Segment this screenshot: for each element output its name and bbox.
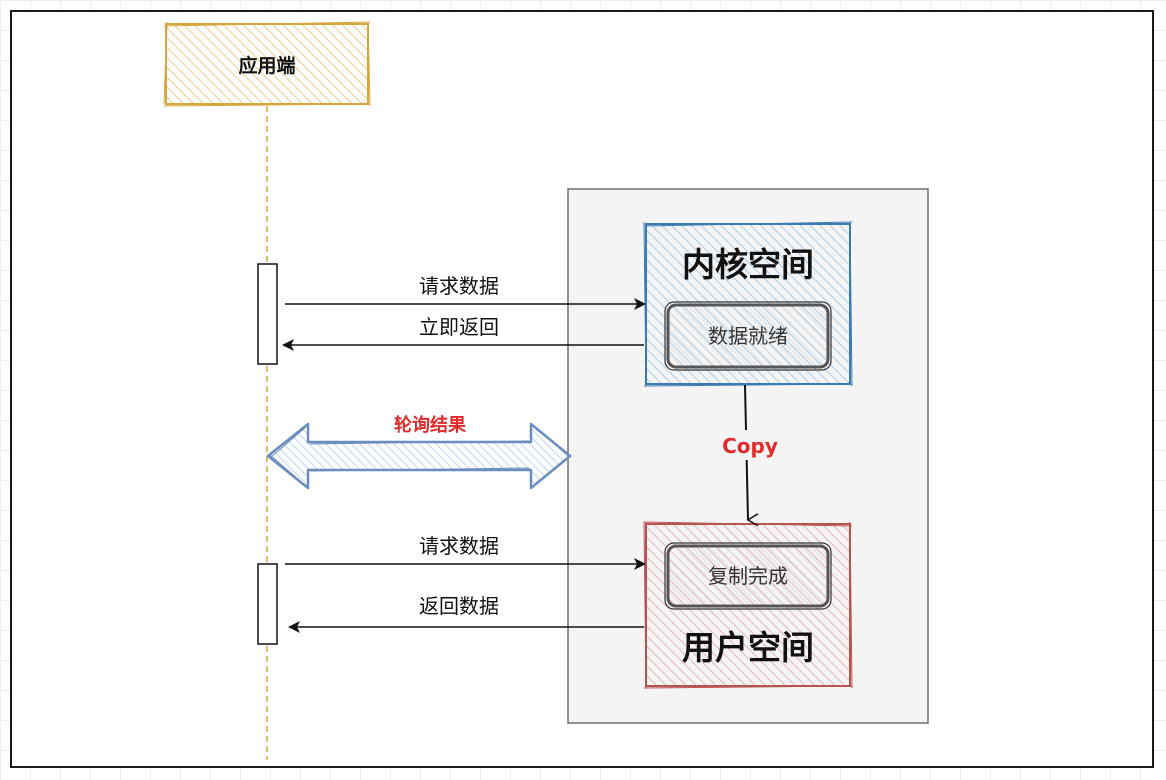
kernel-status-box: 数据就绪 xyxy=(664,301,832,371)
activation-bar-1 xyxy=(257,263,278,365)
copy-label: Copy xyxy=(722,434,778,458)
user-status-box: 复制完成 xyxy=(664,542,832,610)
request-label-2: 请求数据 xyxy=(419,534,499,558)
poll-double-arrow xyxy=(266,422,572,490)
actor-box[interactable]: 应用端 xyxy=(163,21,371,107)
return-label-2: 返回数据 xyxy=(419,594,499,618)
kernel-space-title: 内核空间 xyxy=(682,245,814,284)
user-status-label: 复制完成 xyxy=(708,564,788,588)
kernel-status-label: 数据就绪 xyxy=(708,324,788,348)
activation-bar-2 xyxy=(257,563,278,645)
copy-label-bg xyxy=(718,430,780,460)
request-label-1: 请求数据 xyxy=(419,274,499,298)
actor-label: 应用端 xyxy=(238,54,295,77)
return-label-1: 立即返回 xyxy=(419,315,499,339)
user-space-title: 用户空间 xyxy=(682,628,814,667)
poll-label: 轮询结果 xyxy=(394,414,467,436)
